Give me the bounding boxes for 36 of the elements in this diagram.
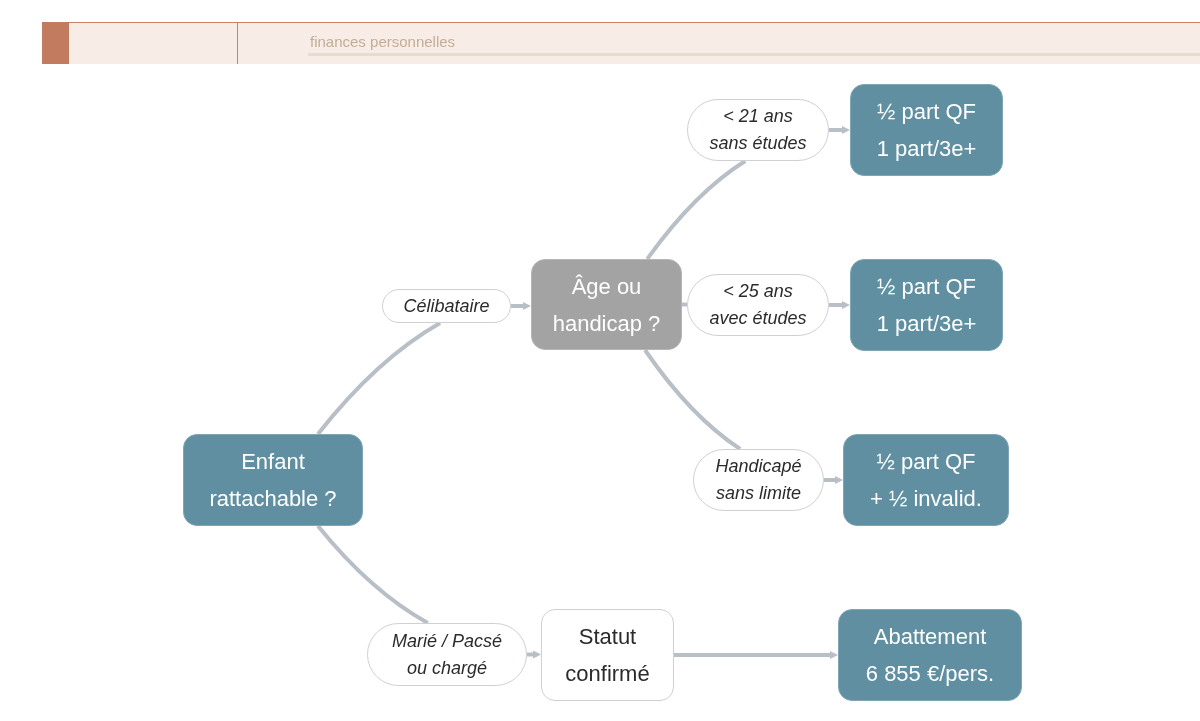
node-text: Handicapé sans limite <box>714 455 803 505</box>
node-text: ½ part QF <box>876 448 976 476</box>
node-text: ½ part QF <box>876 273 976 301</box>
decision-box <box>183 434 363 526</box>
decision-box <box>531 259 682 350</box>
node-text: < 21 ans sans études <box>708 105 808 155</box>
node-text: Célibataire <box>403 294 490 318</box>
connector-line <box>316 321 442 436</box>
node-text: Enfant rattachable ? <box>208 448 338 513</box>
connector-line <box>643 348 742 451</box>
connector-arrow <box>829 301 850 309</box>
result-box <box>843 434 1009 526</box>
connector-arrow <box>674 651 838 659</box>
connector-arrow <box>829 126 850 134</box>
connector-line <box>645 159 747 261</box>
node-text: Âge ou handicap ? <box>551 272 662 338</box>
node-text: < 25 ans avec études <box>708 280 808 330</box>
header-tagline: finances personnelles <box>310 33 456 51</box>
connector-line <box>682 302 687 307</box>
condition-pill <box>382 289 511 323</box>
node-text: 6 855 €/pers. <box>865 660 995 688</box>
connector-line <box>316 524 429 625</box>
node-text: 1 part/3e+ <box>876 135 977 163</box>
node-text: ½ part QF <box>876 98 976 126</box>
status-box <box>541 609 674 701</box>
result-box <box>850 84 1003 176</box>
node-text: Marié / Pacsé ou chargé <box>390 629 503 680</box>
connector-arrow <box>824 476 843 484</box>
result-box <box>850 259 1003 351</box>
node-text: + ½ invalid. <box>870 485 982 513</box>
node-text: Abattement <box>873 623 987 651</box>
node-text: Statut confirmé <box>564 623 651 688</box>
result-box <box>838 609 1022 701</box>
connector-arrow <box>511 302 531 310</box>
connector-arrow <box>527 650 541 659</box>
node-text: 1 part/3e+ <box>876 310 977 338</box>
